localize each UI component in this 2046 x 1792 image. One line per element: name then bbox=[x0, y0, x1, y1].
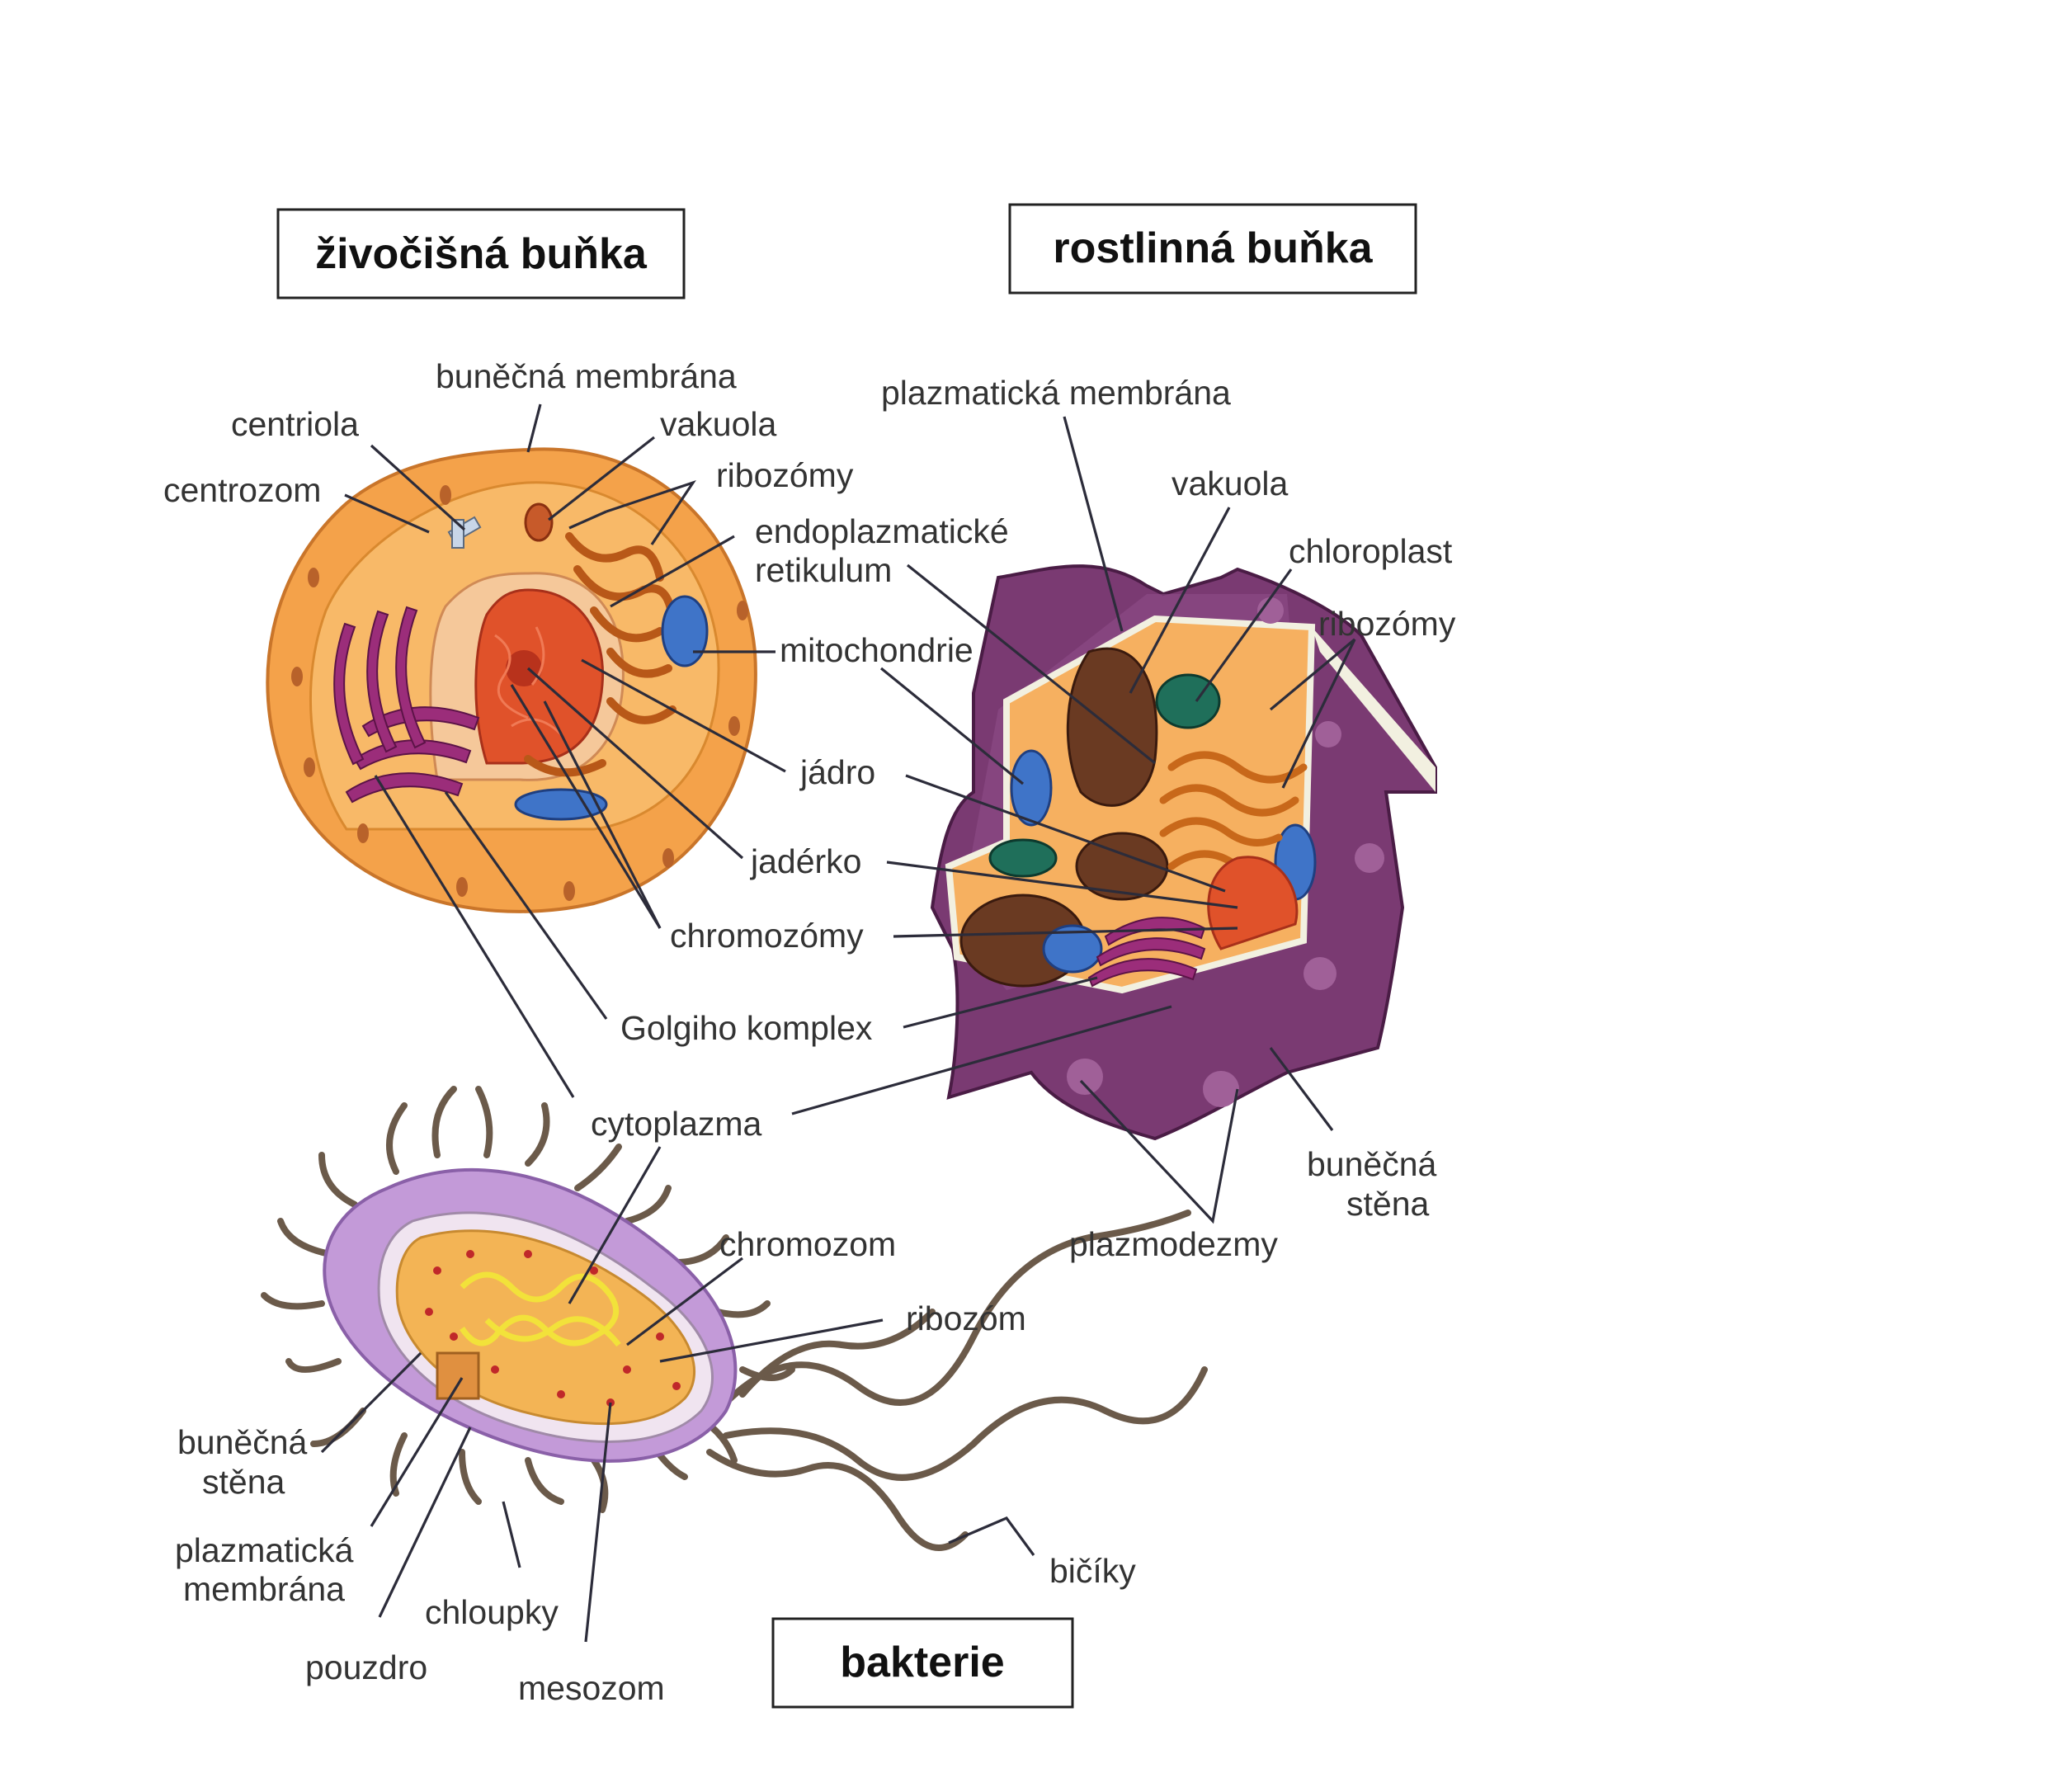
label-cytoplasm: cytoplazma bbox=[591, 1105, 762, 1143]
label-bacteria-wall-1: buněčná bbox=[177, 1423, 308, 1461]
label-animal-chromosomes: chromozómy bbox=[670, 917, 864, 955]
leader-lines bbox=[320, 403, 1356, 1643]
label-bacteria-wall-2: stěna bbox=[202, 1463, 285, 1501]
label-bacteria-ribosome: ribozóm bbox=[906, 1299, 1026, 1337]
label-animal-golgi: Golgiho komplex bbox=[620, 1009, 873, 1047]
bacterium-illustration bbox=[261, 1086, 1208, 1551]
label-animal-centrosome: centrozom bbox=[163, 471, 321, 509]
bacterium-ribosomes bbox=[425, 1250, 681, 1407]
animal-title-box: živočišná buňka bbox=[276, 208, 686, 299]
animal-nucleolus bbox=[506, 650, 542, 686]
plant-cell-illustration bbox=[930, 564, 1437, 1141]
label-animal-nucleus: jádro bbox=[799, 753, 875, 791]
label-bacteria-capsule: pouzdro bbox=[305, 1648, 427, 1686]
label-animal-ribosomes: ribozómy bbox=[716, 456, 854, 494]
bacteria-title: bakterie bbox=[840, 1639, 1004, 1686]
label-animal-vacuole: vakuola bbox=[660, 405, 777, 443]
label-plant-plasmodesmata: plazmodezmy bbox=[1069, 1225, 1278, 1263]
label-animal-er-1: endoplazmatické bbox=[755, 512, 1009, 550]
plant-vacuole bbox=[1066, 647, 1158, 807]
animal-er bbox=[524, 532, 676, 777]
label-animal-membrane: buněčná membrána bbox=[436, 357, 737, 395]
membrane-pores bbox=[291, 485, 748, 901]
label-plant-wall-1: buněčná bbox=[1307, 1145, 1437, 1183]
plant-golgi bbox=[1087, 917, 1206, 988]
label-bacteria-membrane-1: plazmatická bbox=[175, 1531, 354, 1569]
plasmodesmata-pits bbox=[1067, 597, 1384, 1107]
bacterium-flagella bbox=[706, 1210, 1208, 1551]
label-animal-er-2: retikulum bbox=[755, 551, 892, 589]
label-bacteria-chromosome: chromozom bbox=[719, 1225, 896, 1263]
plant-title: rostlinná buňka bbox=[1053, 224, 1373, 272]
animal-golgi bbox=[333, 606, 480, 804]
bacterium-pili bbox=[261, 1086, 795, 1513]
plant-chloroplast bbox=[1155, 673, 1221, 729]
animal-mitochondrion bbox=[661, 595, 709, 667]
plant-nucleus bbox=[1207, 856, 1299, 950]
label-animal-mitochondria: mitochondrie bbox=[780, 631, 974, 669]
label-bacteria-membrane-2: membrána bbox=[183, 1570, 345, 1608]
animal-title: živočišná buňka bbox=[315, 230, 648, 278]
animal-vacuole bbox=[524, 502, 554, 542]
label-animal-centriole: centriola bbox=[231, 405, 359, 443]
label-plant-vacuole: vakuola bbox=[1172, 465, 1289, 502]
bacterium-mesosome bbox=[436, 1351, 480, 1400]
bacteria-title-box: bakterie bbox=[771, 1617, 1074, 1709]
bacterium-chromosome bbox=[460, 1271, 621, 1347]
label-bacteria-flagella: bičíky bbox=[1049, 1552, 1136, 1590]
label-plant-wall-2: stěna bbox=[1346, 1185, 1429, 1223]
label-plant-ribosomes: ribozómy bbox=[1318, 605, 1456, 643]
label-plant-chloroplast: chloroplast bbox=[1289, 532, 1453, 570]
label-bacteria-mesosome: mesozom bbox=[518, 1669, 665, 1707]
label-plant-plasma-membrane: plazmatická membrána bbox=[881, 374, 1231, 412]
label-animal-nucleolus: jadérko bbox=[750, 842, 861, 880]
animal-cell-illustration bbox=[266, 447, 757, 913]
label-bacteria-pili: chloupky bbox=[425, 1593, 559, 1631]
plant-title-box: rostlinná buňka bbox=[1008, 203, 1417, 295]
